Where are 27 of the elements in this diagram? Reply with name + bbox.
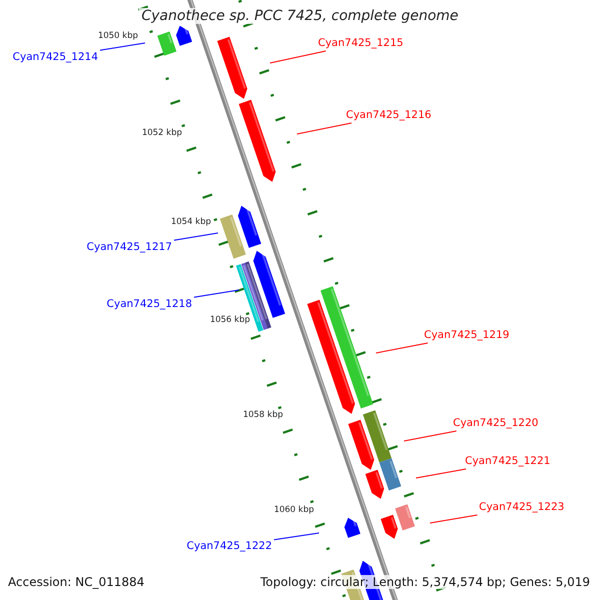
leader-line (296, 122, 352, 134)
leader-line (404, 430, 457, 442)
gene-label: Cyan7425_1219 (424, 329, 510, 342)
leader-line (174, 232, 218, 241)
gene-label: Cyan7425_1223 (479, 501, 564, 514)
leader-line (430, 514, 478, 524)
leader-line (416, 468, 466, 478)
position-label: 1058 kbp (242, 410, 283, 420)
gene-label: Cyan7425_1218 (106, 298, 192, 311)
leader-line (274, 532, 320, 540)
gene-label: Cyan7425_1215 (318, 37, 404, 50)
leader-line (270, 50, 326, 64)
accession-text: Accession: NC_011884 (8, 575, 144, 589)
position-label: 1052 kbp (142, 128, 182, 138)
leader-line (376, 342, 428, 354)
gene-label: Cyan7425_1214 (12, 51, 98, 64)
gene-label: Cyan7425_1216 (346, 109, 432, 122)
gene-label: Cyan7425_1222 (186, 540, 272, 553)
position-label: 1056 kbp (210, 315, 250, 325)
leader-line (100, 42, 146, 51)
position-label: 1060 kbp (274, 505, 314, 515)
position-label: 1050 kbp (98, 31, 138, 41)
position-label: 1054 kbp (170, 217, 211, 227)
gene-label: Cyan7425_1221 (465, 455, 550, 468)
leader-line (194, 290, 240, 298)
gene-label: Cyan7425_1220 (453, 417, 538, 430)
gene-label: Cyan7425_1217 (86, 241, 172, 254)
